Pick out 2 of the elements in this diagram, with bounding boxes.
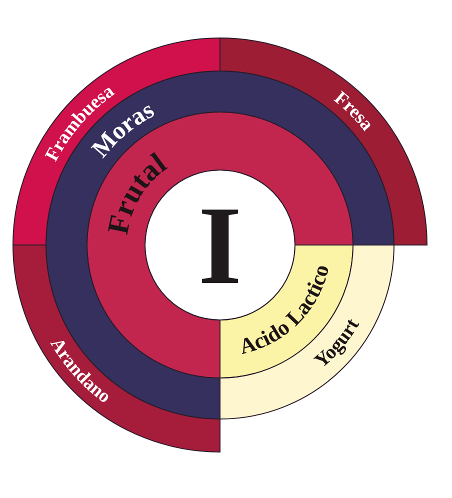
center-label: I <box>198 184 242 308</box>
ring-segment <box>46 70 394 420</box>
